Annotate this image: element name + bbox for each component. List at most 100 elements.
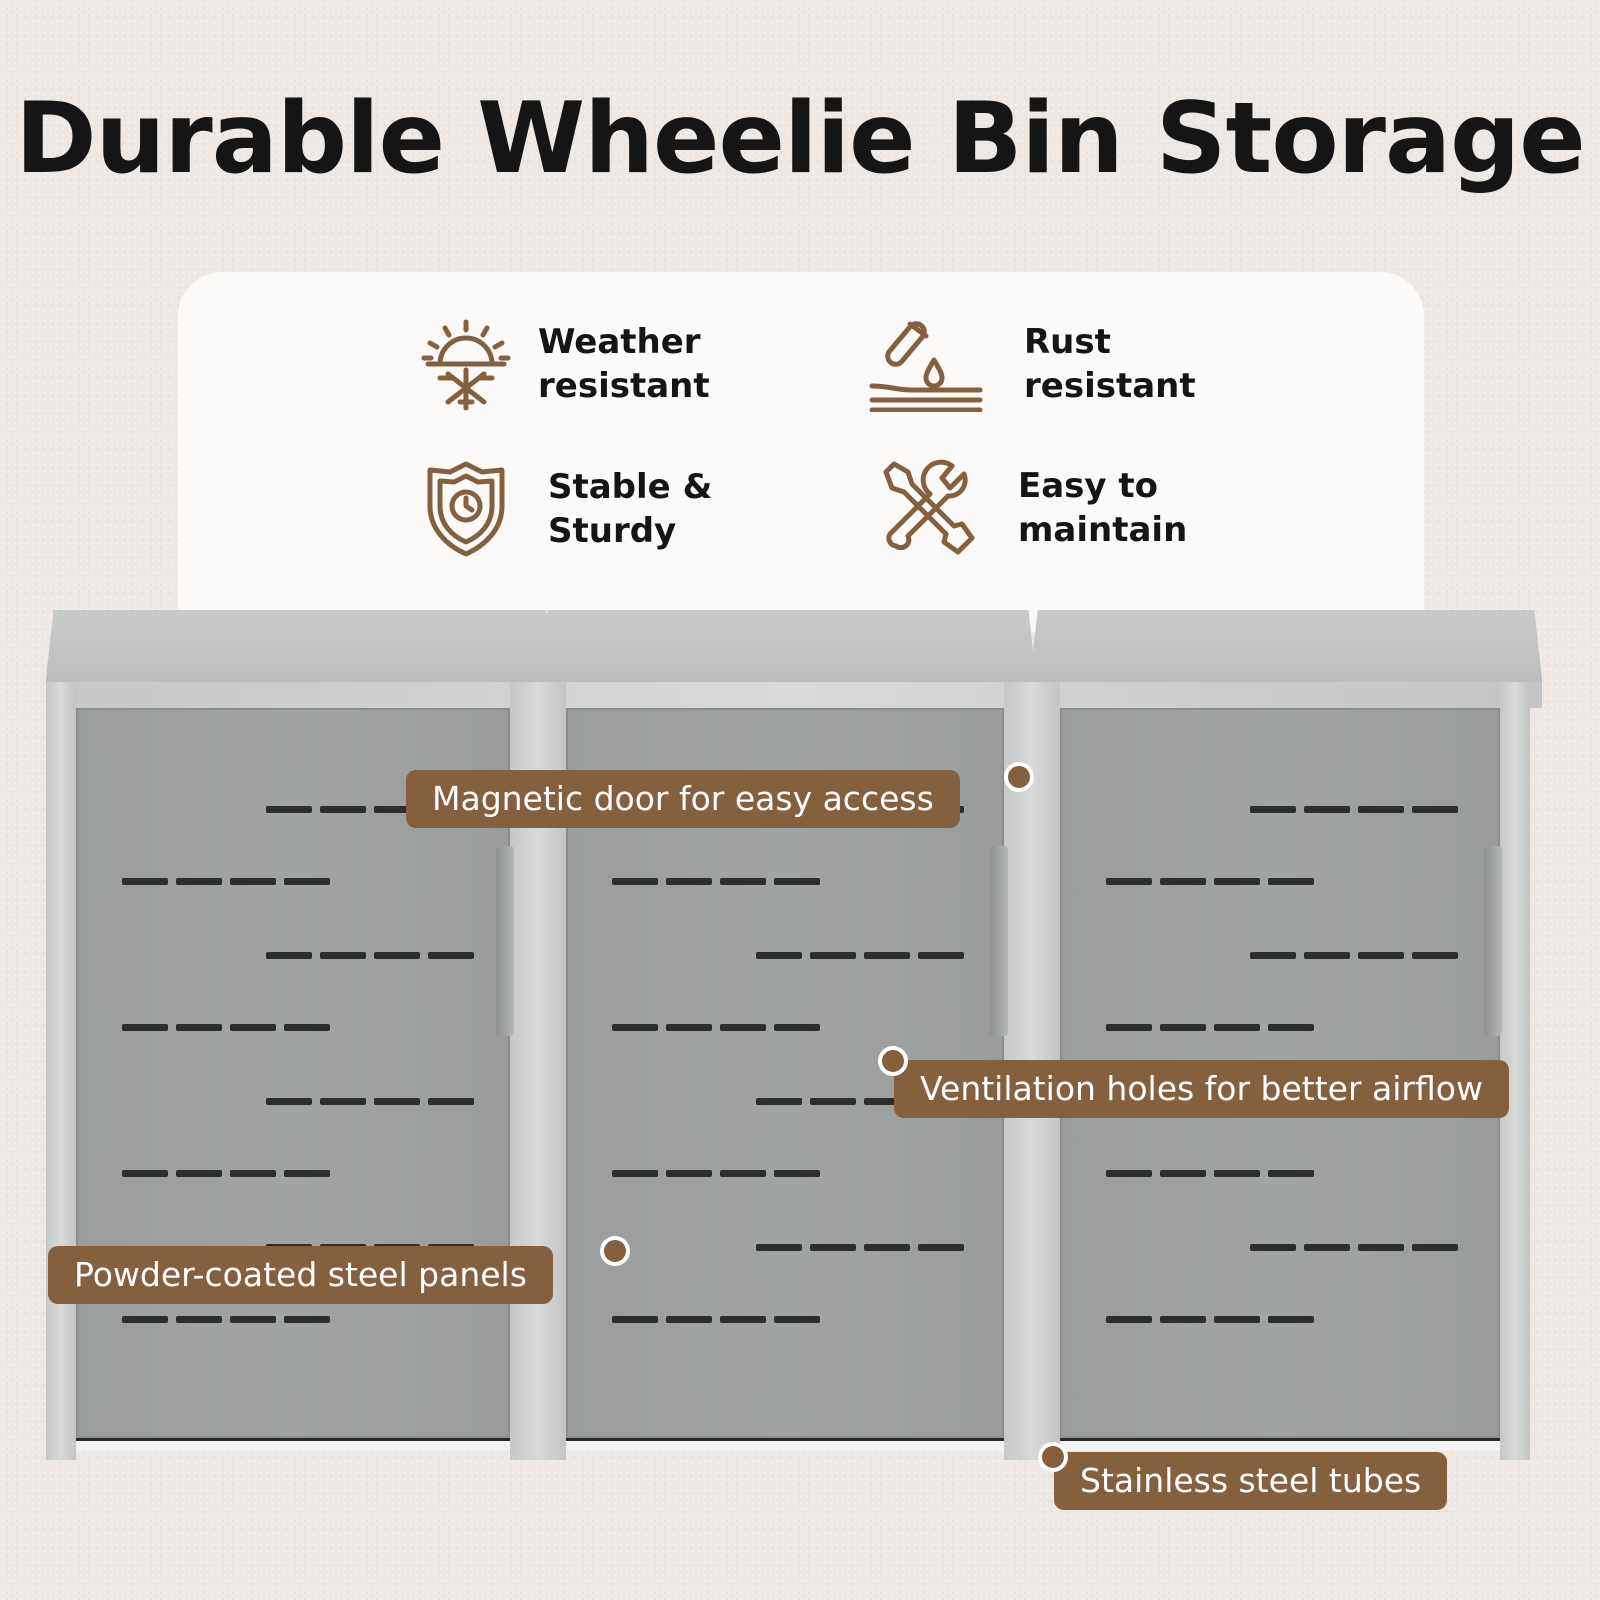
ventilation-slot (1106, 1170, 1152, 1177)
ventilation-slot (320, 1098, 366, 1105)
page-title: Durable Wheelie Bin Storage (15, 82, 1585, 196)
feature-label-line2: resistant (538, 366, 710, 406)
ventilation-slot (1250, 1244, 1296, 1251)
ventilation-slot (176, 878, 222, 885)
ventilation-slot (1214, 1170, 1260, 1177)
ventilation-slot (1160, 878, 1206, 885)
ventilation-slot (864, 952, 910, 959)
tools-icon (883, 459, 975, 555)
ventilation-slot (774, 1170, 820, 1177)
callout-magnetic-door: Magnetic door for easy access (406, 770, 960, 828)
ventilation-slot (774, 878, 820, 885)
ventilation-slot (1412, 1244, 1458, 1251)
ventilation-slot (1106, 878, 1152, 885)
bin-base (566, 1438, 1004, 1451)
ventilation-slot (1250, 806, 1296, 813)
feature-label-line1: Weather (538, 322, 701, 362)
door-handle[interactable] (496, 846, 514, 1036)
ventilation-slot (756, 1244, 802, 1251)
callout-steel-tubes: Stainless steel tubes (1054, 1452, 1448, 1510)
ventilation-slot (1160, 1170, 1206, 1177)
callout-marker (1004, 762, 1034, 792)
ventilation-slot (666, 1316, 712, 1323)
door-handle[interactable] (1484, 846, 1502, 1036)
ventilation-slot (1358, 1244, 1404, 1251)
ventilation-slot (1304, 952, 1350, 959)
ventilation-slot (918, 952, 964, 959)
ventilation-slot (266, 806, 312, 813)
ventilation-slot (720, 1170, 766, 1177)
callout-label: Powder-coated steel panels (48, 1246, 553, 1304)
ventilation-slot (612, 1170, 658, 1177)
ventilation-slot (230, 1316, 276, 1323)
ventilation-slot (1358, 806, 1404, 813)
ventilation-slot (1358, 952, 1404, 959)
ventilation-slot (1106, 1316, 1152, 1323)
feature-easy-maintain: Easy to maintain (878, 458, 1187, 558)
ventilation-slot (666, 1024, 712, 1031)
ventilation-slot (284, 1316, 330, 1323)
ventilation-slot (1268, 878, 1314, 885)
ventilation-slot (284, 878, 330, 885)
ventilation-slot (1250, 952, 1296, 959)
rust-icon (869, 321, 983, 412)
feature-label-line1: Rust (1024, 322, 1111, 362)
ventilation-slot (230, 878, 276, 885)
ventilation-slot (176, 1170, 222, 1177)
ventilation-slot (612, 1316, 658, 1323)
ventilation-slot (122, 1170, 168, 1177)
ventilation-slot (266, 1098, 312, 1105)
ventilation-slot (774, 1316, 820, 1323)
bin-base (1060, 1438, 1500, 1451)
feature-label-line1: Stable & (548, 467, 713, 507)
ventilation-slot (1160, 1316, 1206, 1323)
ventilation-slot (320, 952, 366, 959)
ventilation-slot (122, 878, 168, 885)
ventilation-slot (230, 1024, 276, 1031)
bin-lid-right (1030, 610, 1542, 688)
weather-icon (421, 319, 511, 411)
feature-stable-sturdy: Stable & Sturdy (424, 460, 712, 558)
ventilation-slot (612, 1024, 658, 1031)
features-card: Weather resistant Rust resistant (178, 272, 1424, 632)
ventilation-slot (176, 1316, 222, 1323)
ventilation-slot (1304, 806, 1350, 813)
feature-rust-resistant: Rust resistant (868, 316, 1196, 412)
bin-storage-unit (44, 610, 1556, 1480)
ventilation-slot (230, 1170, 276, 1177)
callout-marker (1038, 1442, 1068, 1472)
callout-marker (600, 1236, 630, 1266)
ventilation-slot (1214, 1316, 1260, 1323)
ventilation-slot (756, 1098, 802, 1105)
frame-post (46, 682, 76, 1460)
door-handle[interactable] (990, 846, 1008, 1036)
ventilation-slot (374, 1098, 420, 1105)
bin-base (76, 1438, 510, 1451)
ventilation-slot (428, 952, 474, 959)
ventilation-slot (284, 1170, 330, 1177)
ventilation-slot (1268, 1316, 1314, 1323)
ventilation-slot (374, 952, 420, 959)
ventilation-slot (1412, 952, 1458, 959)
ventilation-slot (1304, 1244, 1350, 1251)
ventilation-slot (122, 1024, 168, 1031)
callout-label: Magnetic door for easy access (406, 770, 960, 828)
ventilation-slot (774, 1024, 820, 1031)
ventilation-slot (612, 878, 658, 885)
shield-icon (427, 461, 505, 557)
ventilation-slot (810, 1244, 856, 1251)
ventilation-slot (666, 1170, 712, 1177)
ventilation-slot (864, 1244, 910, 1251)
ventilation-slot (428, 1098, 474, 1105)
ventilation-slot (374, 806, 420, 813)
callout-marker (878, 1046, 908, 1076)
feature-label-line1: Easy to (1018, 466, 1159, 506)
callout-label: Ventilation holes for better airflow (894, 1060, 1509, 1118)
callout-label: Stainless steel tubes (1054, 1452, 1448, 1510)
bin-lid-middle (540, 610, 1036, 688)
ventilation-slot (320, 806, 366, 813)
ventilation-slot (720, 1024, 766, 1031)
ventilation-slot (1412, 806, 1458, 813)
ventilation-slot (266, 952, 312, 959)
ventilation-slot (176, 1024, 222, 1031)
